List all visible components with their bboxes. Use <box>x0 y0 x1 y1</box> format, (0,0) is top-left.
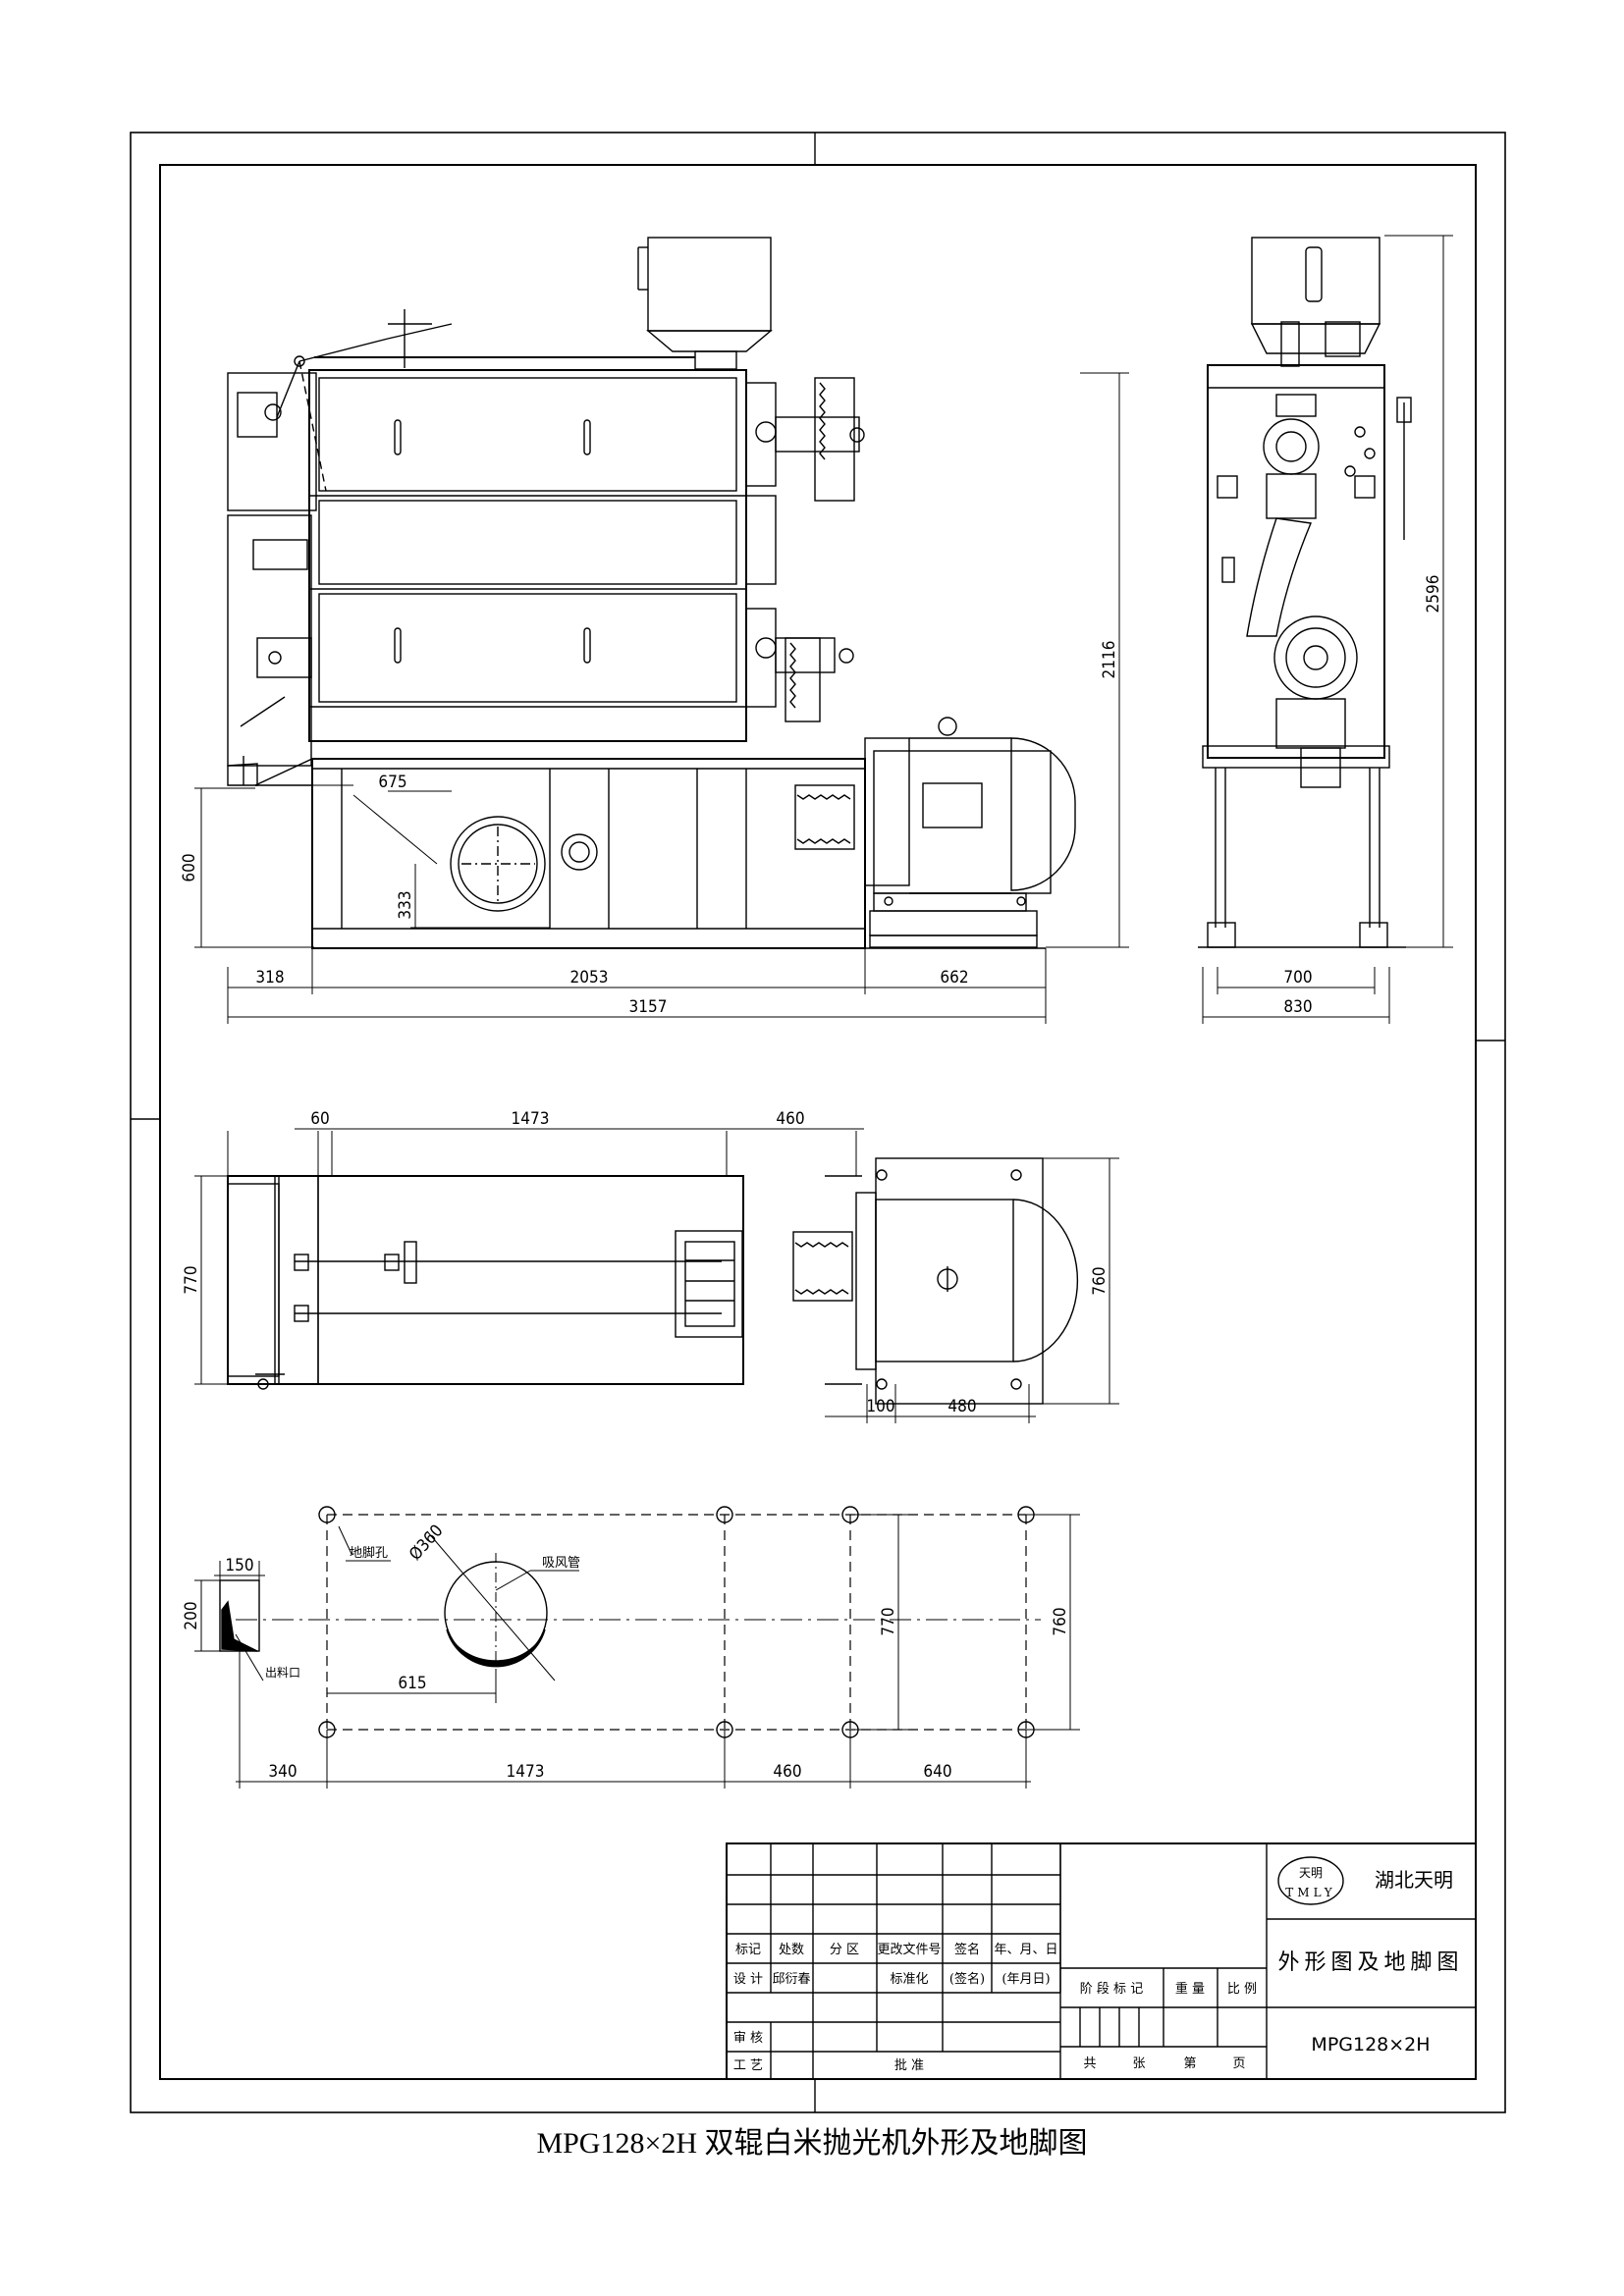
dim-600: 600 <box>180 853 199 881</box>
rev-header-date: 年、月、日 <box>994 1943 1057 1957</box>
dim-2053: 2053 <box>570 968 609 988</box>
standardization-label: 标准化 <box>890 1972 928 1987</box>
sheet-total-unit: 张 <box>1132 2056 1145 2071</box>
stage-mark-header: 阶 段 标 记 <box>1080 1982 1143 1997</box>
dim-1473-foundation: 1473 <box>507 1762 545 1782</box>
logo-bottom-text: TMLY <box>1285 1886 1335 1899</box>
rev-header-sign: 签名 <box>954 1942 980 1957</box>
dim-3157: 3157 <box>629 997 668 1017</box>
dim-662: 662 <box>940 968 968 988</box>
dim-640: 640 <box>923 1762 951 1782</box>
model-number: MPG128×2H <box>1311 2034 1430 2056</box>
dim-318: 318 <box>255 968 284 988</box>
weight-header: 重 量 <box>1175 1981 1205 1997</box>
review-label: 审 核 <box>733 2031 763 2046</box>
dim-360: Ø360 <box>406 1522 447 1565</box>
dim-770-foundation: 770 <box>879 1607 898 1635</box>
standardization-date: (年月日) <box>1001 1972 1050 1987</box>
dim-150: 150 <box>225 1556 253 1575</box>
dim-333: 333 <box>396 890 415 919</box>
dim-615: 615 <box>398 1674 426 1693</box>
scale-header: 比 例 <box>1227 1982 1257 1997</box>
logo-top-text: 天明 <box>1299 1866 1323 1880</box>
front-view <box>227 237 1076 949</box>
rev-header-count: 处数 <box>779 1943 804 1957</box>
foundation-dimensions <box>194 1514 1080 1789</box>
drawing-title: 外形图及地脚图 <box>1277 1950 1463 1975</box>
label-anchor-hole: 地脚孔 <box>350 1545 388 1561</box>
side-dimensions <box>1202 235 1453 1024</box>
rev-header-docno: 更改文件号 <box>877 1943 941 1957</box>
dim-2596: 2596 <box>1424 575 1443 614</box>
top-view <box>227 1157 1079 1405</box>
dim-675: 675 <box>378 773 406 792</box>
side-view <box>1198 237 1412 948</box>
sheet-no-label: 第 <box>1183 2056 1196 2071</box>
dim-760-top: 760 <box>1090 1266 1110 1295</box>
drawing-caption: MPG128×2H 双辊白米抛光机外形及地脚图 <box>536 2127 1088 2160</box>
dim-830: 830 <box>1283 997 1312 1017</box>
front-dimensions <box>194 372 1129 1024</box>
company-logo <box>1277 1856 1344 1905</box>
dim-480: 480 <box>947 1397 976 1416</box>
process-label: 工 艺 <box>733 2058 763 2073</box>
dim-770-top: 770 <box>182 1265 201 1294</box>
top-dimensions <box>194 1128 1119 1423</box>
rev-header-zone: 分 区 <box>830 1943 859 1957</box>
dim-200: 200 <box>182 1601 201 1629</box>
sheet-total-label: 共 <box>1083 2056 1096 2071</box>
dim-2116: 2116 <box>1100 641 1119 679</box>
foundation-plan <box>219 1506 1041 1738</box>
dim-460-foundation: 460 <box>773 1762 801 1782</box>
dim-60: 60 <box>310 1109 329 1129</box>
label-outlet: 出料口 <box>265 1666 300 1680</box>
label-suction-pipe: 吸风管 <box>542 1556 580 1571</box>
design-label: 设 计 <box>733 1972 763 1987</box>
dim-1473-top: 1473 <box>512 1109 550 1129</box>
dim-340: 340 <box>268 1762 297 1782</box>
rev-header-mark: 标记 <box>735 1943 761 1957</box>
sheet-border <box>130 132 1506 2113</box>
dim-700: 700 <box>1283 968 1312 988</box>
approve-label: 批 准 <box>894 2058 924 2073</box>
dim-460-top: 460 <box>776 1109 804 1129</box>
dim-760-foundation: 760 <box>1051 1607 1070 1635</box>
company-name: 湖北天明 <box>1375 1868 1453 1892</box>
standardization-sign: (签名) <box>949 1971 985 1987</box>
designer-name: 邱衍春 <box>772 1972 810 1987</box>
title-block <box>726 1842 1477 2080</box>
sheet-no-unit: 页 <box>1232 2056 1245 2071</box>
dim-100: 100 <box>866 1397 894 1416</box>
